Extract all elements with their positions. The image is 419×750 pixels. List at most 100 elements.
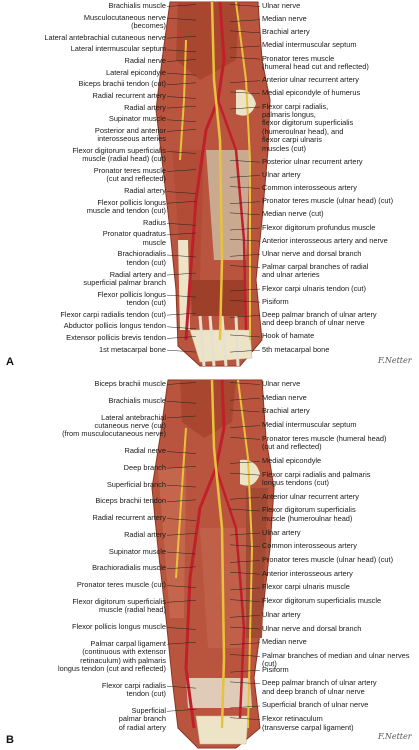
right-label: Brachial artery: [262, 27, 310, 37]
left-label: Brachialis muscle: [108, 1, 166, 10]
right-label: Flexor carpi ulnaris muscle: [262, 582, 350, 592]
leader-line: [229, 91, 261, 95]
left-label: Biceps brachii tendon: [95, 496, 166, 506]
left-label: Extensor pollicis brevis tendon: [66, 332, 166, 342]
leader-line: [229, 409, 261, 413]
leader-line: [166, 17, 197, 21]
leader-line: [229, 472, 261, 476]
median-nerve-b: [210, 379, 226, 729]
left-label: Flexor pollicis longus tendon (cut): [97, 289, 166, 307]
leader-line: [166, 641, 197, 645]
left-label: Superficial branch: [106, 479, 166, 489]
right-label: Palmar branches of median and ulnar nerv…: [262, 650, 410, 669]
leader-line: [166, 709, 197, 712]
left-label: Superficial palmar branch of radial arte…: [118, 705, 166, 732]
right-label: Flexor carpi ulnaris tendon (cut): [262, 283, 366, 293]
leader-line: [229, 4, 261, 7]
right-label: Ulnar nerve: [262, 379, 301, 388]
leader-line: [166, 551, 197, 555]
right-label: Pronator teres muscle (humeral head) (cu…: [262, 433, 387, 452]
left-label: Flexor pollicis longus muscle: [71, 621, 166, 631]
pronator-quadratus-a: [190, 280, 246, 316]
leader-line: [166, 484, 197, 488]
leader-line: [166, 191, 197, 194]
right-label: Pronator teres muscle (ulnar head) (cut): [262, 555, 394, 564]
leader-line: [166, 685, 197, 689]
leader-line: [229, 587, 261, 591]
leader-line: [166, 254, 197, 258]
leader-line: [166, 533, 197, 536]
ulnar-artery-b: [214, 467, 246, 719]
radial-nerve-b: [175, 427, 187, 579]
right-label: Posterior ulnar recurrent artery: [262, 156, 363, 166]
left-label: Radial artery: [124, 529, 166, 539]
leader-line: [166, 466, 197, 469]
right-label: Pisiform: [262, 664, 289, 674]
left-label: Lateral epicondyle: [106, 67, 166, 77]
forearm-illustration-b: [151, 379, 275, 749]
leader-line: [229, 382, 261, 385]
leader-line: [229, 560, 261, 563]
leader-line: [166, 336, 197, 339]
left-label: Flexor carpi radialis tendon (cut): [60, 309, 166, 319]
left-label: Posterior and anterior interosseous arte…: [94, 125, 166, 144]
left-label: Flexor pollicis longus muscle and tendon…: [86, 197, 166, 216]
leader-line: [229, 437, 261, 440]
leader-line: [166, 169, 197, 172]
right-label: 5th metacarpal bone: [262, 344, 330, 354]
right-label: Flexor retinaculum (transverse carpal li…: [262, 714, 354, 732]
left-label: Pronator teres muscle (cut and reflected…: [93, 166, 166, 184]
leader-line: [229, 599, 261, 602]
right-label: Hook of hamate: [262, 331, 315, 341]
leader-line: [229, 681, 261, 685]
leader-line: [166, 200, 197, 204]
leader-line: [229, 654, 261, 657]
right-label: Ulnar nerve and dorsal branch: [262, 623, 362, 633]
leader-line: [166, 119, 197, 123]
left-label: Deep branch: [123, 462, 166, 472]
leader-line: [166, 585, 197, 588]
right-label: Ulnar nerve and dorsal branch: [262, 248, 362, 258]
right-label: Flexor carpi radialis, palmaris longus, …: [262, 101, 354, 153]
left-label: Radial nerve: [124, 56, 167, 65]
right-label: Anterior ulnar recurrent artery: [262, 491, 359, 501]
leader-line: [166, 151, 197, 154]
palmar-ligament-b: [186, 678, 252, 708]
right-label: Median nerve (cut): [262, 209, 324, 219]
leader-line: [166, 232, 197, 236]
forearm-superficial-layer-b: [151, 379, 275, 749]
left-label: Palmar carpal ligament (continuous with …: [57, 638, 166, 673]
left-label: 1st metacarpal bone: [99, 344, 166, 354]
ulnar-artery-a: [216, 99, 248, 331]
ulnar-nerve-a: [235, 1, 251, 340]
left-label: Flexor digitorum superficialis muscle (r…: [72, 596, 166, 615]
left-label: Radial artery: [124, 102, 166, 112]
left-label: Supinator muscle: [108, 546, 166, 556]
leader-line: [229, 425, 261, 428]
leader-line: [229, 717, 261, 720]
leader-line: [229, 254, 261, 257]
left-label: Brachioradialis muscle: [92, 563, 166, 573]
right-label: Brachial artery: [262, 406, 310, 416]
right-label: Palmar carpal branches of radial and uln…: [262, 261, 369, 280]
leader-line: [229, 397, 261, 401]
right-label: Medial intermuscular septum: [262, 420, 357, 430]
leader-line: [166, 129, 197, 132]
leader-line: [229, 315, 261, 318]
leader-line: [229, 186, 261, 189]
right-label: Ulnar artery: [262, 527, 301, 537]
leader-line: [229, 159, 261, 163]
right-label: Median nerve: [262, 392, 307, 402]
illustrator-signature-a: F.Netter: [378, 356, 412, 365]
left-label: Radius: [142, 217, 166, 227]
left-label: Abductor pollicis longus tendon: [63, 321, 166, 331]
left-label: Radial nerve: [124, 446, 167, 456]
right-label: Pronator teres muscle (humeral head cut …: [262, 53, 369, 72]
right-label: Common interosseous artery: [262, 541, 357, 551]
tendons-a: [198, 315, 240, 367]
leader-line: [229, 626, 261, 630]
right-label: Median nerve: [262, 14, 307, 24]
left-label: Pronator quadratus muscle: [102, 229, 166, 247]
leader-line: [229, 705, 261, 709]
right-label: Medial intermuscular septum: [262, 40, 357, 50]
